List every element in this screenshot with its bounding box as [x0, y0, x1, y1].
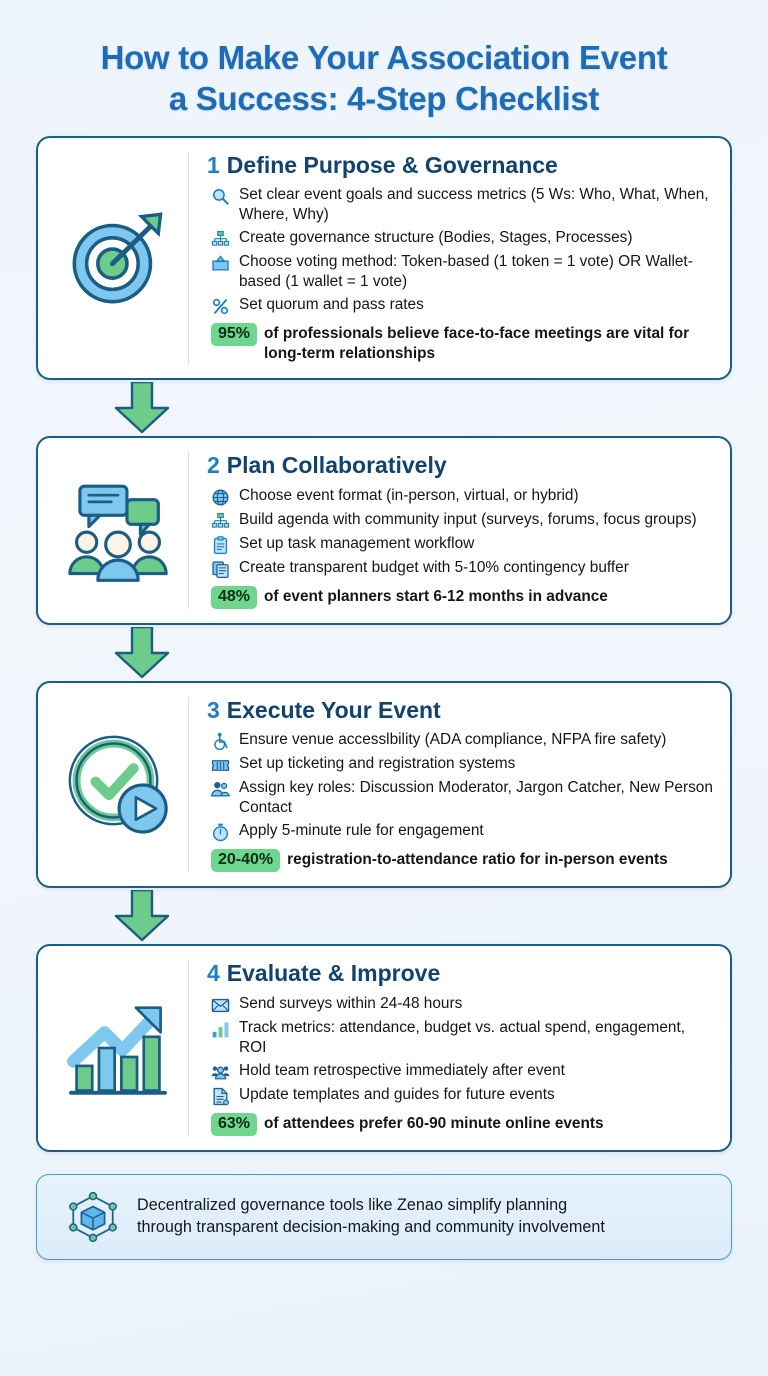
status-badge: 48% [211, 585, 258, 609]
step-bullets-4: Send surveys within 24-48 hours Track me… [207, 994, 714, 1106]
page-title-line2: a Success: 4-Step Checklist [168, 79, 600, 117]
status-badge: 20-40% [211, 849, 281, 873]
step-title-4: Evaluate & Improve [226, 960, 441, 987]
org-chart-icon [207, 512, 233, 531]
bullet-text: Set clear event goals and success metric… [239, 186, 709, 224]
wheelchair-accessibility-icon [207, 732, 233, 751]
bullet-text: Create transparent budget with 5-10% con… [239, 558, 629, 576]
list-item: Choose voting method: Token-based (1 tok… [207, 252, 714, 292]
step-number-2: 2 [207, 452, 220, 479]
list-item: Hold team retrospective immediately afte… [207, 1061, 714, 1082]
target-arrow-icon [48, 202, 188, 314]
bar-chart-icon [207, 1020, 233, 1039]
clipboard-icon [207, 535, 233, 555]
step-title-3: Execute Your Event [226, 696, 441, 723]
bullet-text: Set up ticketing and registration system… [239, 755, 516, 773]
footer-text: Decentralized governance tools like Zena… [131, 1195, 605, 1238]
stat-highlight-3: 20-40% registration-to-attendance ratio … [207, 849, 714, 873]
stat-highlight-2: 48% of event planners start 6-12 months … [207, 585, 714, 609]
bullet-text: Choose event format (in-person, virtual,… [239, 486, 579, 504]
list-item: Assign key roles: Discussion Moderator, … [207, 778, 714, 818]
people-speech-bubbles-icon [48, 475, 188, 587]
stat-text: of professionals believe face-to-face me… [264, 325, 690, 363]
bullet-text: Set up task management workflow [239, 534, 475, 552]
footer-banner: Decentralized governance tools like Zena… [36, 1173, 732, 1260]
step-bullets-1: Set clear event goals and success metric… [207, 185, 714, 316]
list-item: Create transparent budget with 5-10% con… [207, 558, 714, 579]
group-people-icon [207, 1063, 233, 1082]
bullet-text: Create governance structure (Bodies, Sta… [239, 229, 633, 247]
stat-highlight-1: 95% of professionals believe face-to-fac… [207, 323, 714, 364]
org-chart-icon [207, 230, 233, 249]
page-title: How to Make Your Association Event a Suc… [36, 0, 732, 136]
stat-highlight-4: 63% of attendees prefer 60-90 minute onl… [207, 1112, 714, 1136]
stopwatch-icon [207, 823, 233, 842]
list-item: Create governance structure (Bodies, Sta… [207, 228, 714, 249]
list-item: Set clear event goals and success metric… [207, 185, 714, 225]
magnifier-icon [207, 187, 233, 206]
ballot-box-icon [207, 254, 233, 273]
percent-icon [207, 297, 233, 316]
list-item: Apply 5-minute rule for engagement [207, 821, 714, 842]
bullet-text: Apply 5-minute rule for engagement [239, 822, 484, 840]
list-item: Choose event format (in-person, virtual,… [207, 486, 714, 507]
stat-text: registration-to-attendance ratio for in-… [287, 851, 668, 869]
documents-icon [207, 560, 233, 579]
bullet-text: Build agenda with community input (surve… [239, 510, 697, 528]
bullet-text: Update templates and guides for future e… [239, 1085, 555, 1103]
step-number-4: 4 [207, 960, 220, 987]
list-item: Set up ticketing and registration system… [207, 754, 714, 775]
bullet-text: Send surveys within 24-48 hours [239, 994, 463, 1012]
connector-arrow-2 [36, 625, 732, 681]
step-title-1: Define Purpose & Governance [226, 151, 558, 178]
check-circle-play-icon [48, 729, 188, 841]
bullet-text: Track metrics: attendance, budget vs. ac… [239, 1018, 686, 1056]
document-edit-icon [207, 1087, 233, 1106]
step-number-3: 3 [207, 696, 220, 723]
bullet-text: Ensure venue accesslbility (ADA complian… [239, 731, 667, 749]
stat-text: of attendees prefer 60-90 minute online … [264, 1114, 604, 1132]
list-item: Update templates and guides for future e… [207, 1085, 714, 1106]
step-number-1: 1 [207, 151, 220, 178]
list-item: Build agenda with community input (surve… [207, 510, 714, 531]
bullet-text: Hold team retrospective immediately afte… [239, 1061, 565, 1079]
status-badge: 63% [211, 1112, 258, 1136]
bullet-text: Set quorum and pass rates [239, 296, 424, 314]
list-item: Ensure venue accesslbility (ADA complian… [207, 730, 714, 751]
step-title-2: Plan Collaboratively [226, 452, 447, 479]
page-title-line1: How to Make Your Association Event [100, 39, 668, 76]
list-item: Track metrics: attendance, budget vs. ac… [207, 1018, 714, 1058]
footer-text-line2: through transparent decision-making and … [137, 1217, 605, 1236]
bullet-text: Assign key roles: Discussion Moderator, … [239, 779, 713, 817]
bullet-text: Choose voting method: Token-based (1 tok… [239, 253, 693, 291]
list-item: Set quorum and pass rates [207, 295, 714, 316]
list-item: Set up task management workflow [207, 534, 714, 555]
stat-text: of event planners start 6-12 months in a… [264, 587, 608, 605]
connector-arrow-3 [36, 888, 732, 944]
step-bullets-3: Ensure venue accesslbility (ADA complian… [207, 730, 714, 842]
list-item: Send surveys within 24-48 hours [207, 994, 714, 1015]
globe-icon [207, 488, 233, 507]
status-badge: 95% [211, 323, 258, 347]
two-people-icon [207, 780, 233, 799]
step-bullets-2: Choose event format (in-person, virtual,… [207, 486, 714, 579]
envelope-icon [207, 996, 233, 1015]
ticket-icon [207, 756, 233, 775]
network-cube-icon [55, 1188, 131, 1246]
growth-bar-chart-icon [48, 992, 188, 1104]
footer-text-line1: Decentralized governance tools like Zena… [137, 1196, 568, 1215]
connector-arrow-1 [36, 380, 732, 436]
